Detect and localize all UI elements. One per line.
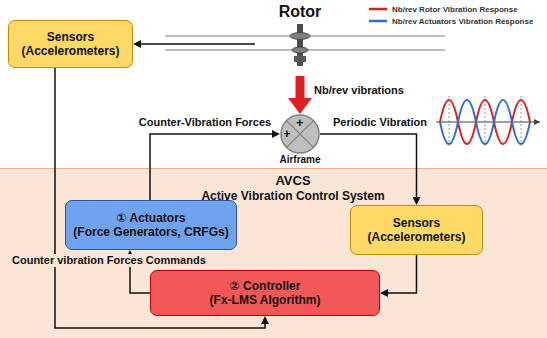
signal-connector: [320, 134, 417, 197]
edge-label: Periodic Vibration: [331, 116, 429, 129]
sensor-box: Sensors(Accelerometers): [8, 20, 133, 68]
node-text-group: Sensors(Accelerometers): [9, 21, 132, 67]
wave-guide: [485, 96, 486, 148]
legend-row: Nb/rev Actuators Vibration Response: [368, 15, 533, 27]
rotor-hub: [290, 33, 310, 40]
avcs-panel-border: [0, 168, 547, 169]
edge-label: Nb/rev vibrations: [312, 84, 406, 97]
node-text-group: AVCSActive Vibration Control System: [173, 173, 413, 203]
wave-axis: [436, 121, 540, 122]
legend-line-sample: [368, 17, 388, 25]
rotor-mast-base: [294, 56, 306, 62]
avcs-panel: AVCSActive Vibration Control System① Act…: [0, 168, 547, 338]
controller-box: ② Controller(Fx-LMS Algorithm): [150, 270, 380, 316]
wave-guide: [449, 96, 450, 148]
actuator-box: ① Actuators(Force Generators, CRFGs): [65, 200, 237, 250]
node-title: Sensors: [47, 30, 94, 44]
node-subtitle: (Fx-LMS Algorithm): [210, 293, 321, 307]
junction-circle: [281, 115, 319, 153]
rotor-node: Rotor: [255, 2, 345, 76]
node-subtitle: (Accelerometers): [367, 230, 465, 244]
node-title: Airframe: [279, 154, 320, 166]
node-text-group: ② Controller(Fx-LMS Algorithm): [151, 271, 379, 315]
avcs-panel-ground: [0, 168, 547, 338]
legend-text: Nb/rev Actuators Vibration Response: [392, 17, 533, 26]
sign-label: +: [296, 115, 304, 131]
node-title: ① Actuators: [116, 211, 185, 225]
sign-label: +: [283, 126, 291, 142]
node-text-group: ① Actuators(Force Generators, CRFGs): [66, 201, 236, 249]
rotor-hub: [292, 47, 308, 53]
legend-line: [369, 20, 387, 23]
edge-label: Counter-Vibration Forces: [137, 116, 273, 129]
legend-line-sample: [368, 5, 388, 13]
node-subtitle: (Force Generators, CRFGs): [73, 225, 228, 239]
legend: Nb/rev Rotor Vibration ResponseNb/rev Ac…: [368, 3, 533, 27]
sensor-box: Sensors(Accelerometers): [350, 205, 483, 255]
node-title: Sensors: [393, 216, 440, 230]
wave-guide: [521, 96, 522, 148]
node-subtitle: (Accelerometers): [21, 44, 119, 58]
signal-connector: [388, 255, 417, 293]
node-title: ② Controller: [230, 279, 301, 293]
legend-row: Nb/rev Rotor Vibration Response: [368, 3, 533, 15]
legend-text: Nb/rev Rotor Vibration Response: [392, 5, 518, 14]
node-title: Rotor: [279, 2, 322, 21]
signal-connector: [141, 43, 255, 45]
rotor-illustration: [165, 24, 445, 66]
vibration-waves: [436, 96, 540, 148]
vibration-arrow: [296, 76, 305, 98]
edge-label: Counter vibration Forces Commands: [10, 254, 208, 267]
node-text-group: Rotor: [255, 2, 345, 21]
legend-line: [369, 8, 387, 11]
node-text-group: Airframe: [279, 154, 320, 166]
wave-axis-head: [534, 119, 540, 125]
node-title: AVCS: [275, 173, 310, 189]
node-text-group: Sensors(Accelerometers): [351, 206, 482, 254]
